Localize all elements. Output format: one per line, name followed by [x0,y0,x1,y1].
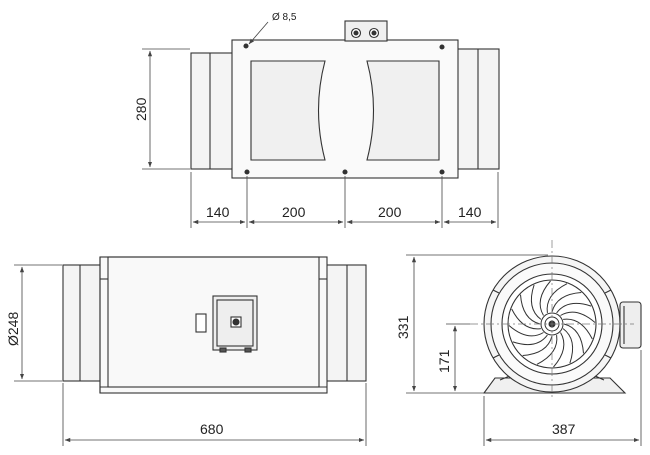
impeller-blade [508,325,544,337]
width-label-3: 200 [378,204,402,220]
top-height-label: 280 [133,97,149,121]
impeller-blade [539,280,551,316]
impeller-blade [563,318,593,340]
impeller-blade [536,335,558,365]
front-left-spigot [62,264,104,382]
front-right-spigot [323,264,367,382]
front-diameter-label: Ø248 [5,312,21,346]
width-label-4: 140 [458,204,482,220]
impeller-blade [560,311,596,323]
top-height-dimension [142,48,190,170]
impeller-blade [562,328,574,364]
junction-box [344,20,388,42]
plate-cutout-left [250,60,326,161]
impeller-blade [512,334,548,346]
top-view [190,20,500,179]
switch-icon [195,313,207,333]
side-height-label: 331 [395,315,411,339]
front-length-dimension [62,383,367,446]
front-length-label: 680 [200,421,224,437]
impeller-blade [511,308,541,330]
top-width-dimensions [190,172,499,228]
center-lines [470,240,634,400]
impeller-blade [551,292,582,313]
side-terminal-box [619,301,642,349]
impeller [508,280,596,368]
mounting-hole [243,43,249,49]
impeller-blade [553,332,565,368]
plate-cutout-right [366,60,440,161]
side-width-dimension [483,350,642,446]
impeller-blade [520,294,541,325]
left-spigot [190,52,234,170]
hole-diameter-label: Ø 8,5 [272,12,297,23]
side-axis-height-label: 171 [436,349,452,373]
impeller-blade [563,323,584,354]
impeller-blade [530,284,542,320]
impeller-blade [556,302,592,314]
hole-callout [248,21,269,45]
front-diameter-dimension [14,264,62,382]
impeller-blade [522,335,553,356]
side-height-dimension [406,254,548,394]
width-label-2: 200 [282,204,306,220]
front-view [62,256,367,394]
width-label-1: 140 [206,204,230,220]
side-width-label: 387 [552,421,576,437]
impeller-blade [546,283,568,313]
